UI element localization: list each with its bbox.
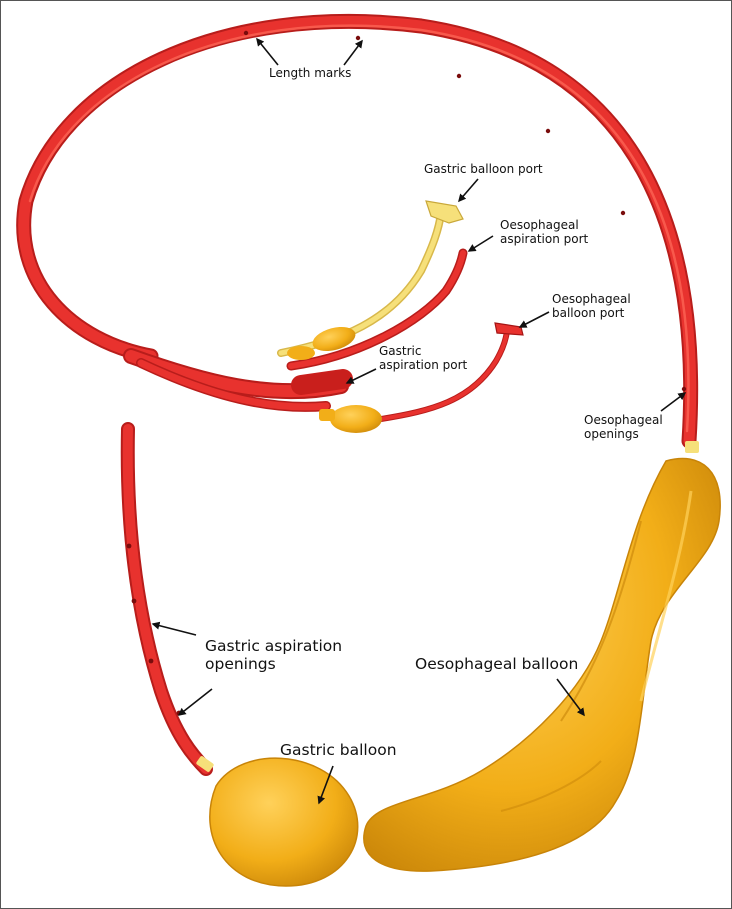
label-gastric-aspiration-port-line1: Gastric [379,344,422,358]
label-oesophageal-aspiration-port-line1: Oesophageal [500,218,579,232]
arrow-gastric-aspiration-port [345,368,377,384]
tube-branches [123,200,524,433]
arrow-gastric-openings-bottom [177,688,213,716]
label-oesophageal-openings-line2: openings [584,426,639,441]
label-length-marks: Length marks [269,66,352,80]
arrow-oesophageal-balloon-port [518,311,550,328]
label-oesophageal-aspiration-port-line2: aspiration port [500,231,589,246]
label-gastric-aspiration-openings: Gastric aspiration openings [205,637,343,674]
label-gastric-aspiration-port-line2: aspiration port [379,357,468,372]
arrow-gastric-openings-top [151,621,197,636]
oesophageal-balloon-shape [363,441,721,872]
label-oesophageal-balloon-port-line2: balloon port [552,305,625,320]
label-gastric-aspiration-port: Gastric aspiration port [379,344,468,373]
length-mark-dots [243,30,687,392]
label-gastric-balloon: Gastric balloon [280,741,397,759]
label-oesophageal-aspiration-port: Oesophageal aspiration port [500,218,589,247]
arrow-length-marks-right [343,39,363,66]
label-oesophageal-balloon: Oesophageal balloon [415,655,579,673]
label-oesophageal-balloon-port: Oesophageal balloon port [552,292,631,321]
arrow-gastric-balloon [317,765,334,805]
arrow-length-marks-left [256,37,279,66]
label-gastric-aspiration-openings-line1: Gastric aspiration [205,637,343,655]
arrow-oesophageal-balloon [556,678,585,717]
label-gastric-balloon-port: Gastric balloon port [424,162,543,176]
annotation-arrows [151,37,687,805]
label-oesophageal-openings: Oesophageal openings [584,413,663,442]
distal-tube [120,422,214,776]
arrow-oesophageal-aspiration-port [467,235,494,252]
label-gastric-aspiration-openings-line2: openings [205,654,276,673]
label-oesophageal-balloon-port-line1: Oesophageal [552,292,631,306]
arrow-oesophageal-openings [660,392,687,412]
main-tube [16,13,699,449]
gastric-balloon-shape [209,757,359,887]
label-oesophageal-openings-line1: Oesophageal [584,413,663,427]
arrow-gastric-balloon-port [458,178,479,203]
